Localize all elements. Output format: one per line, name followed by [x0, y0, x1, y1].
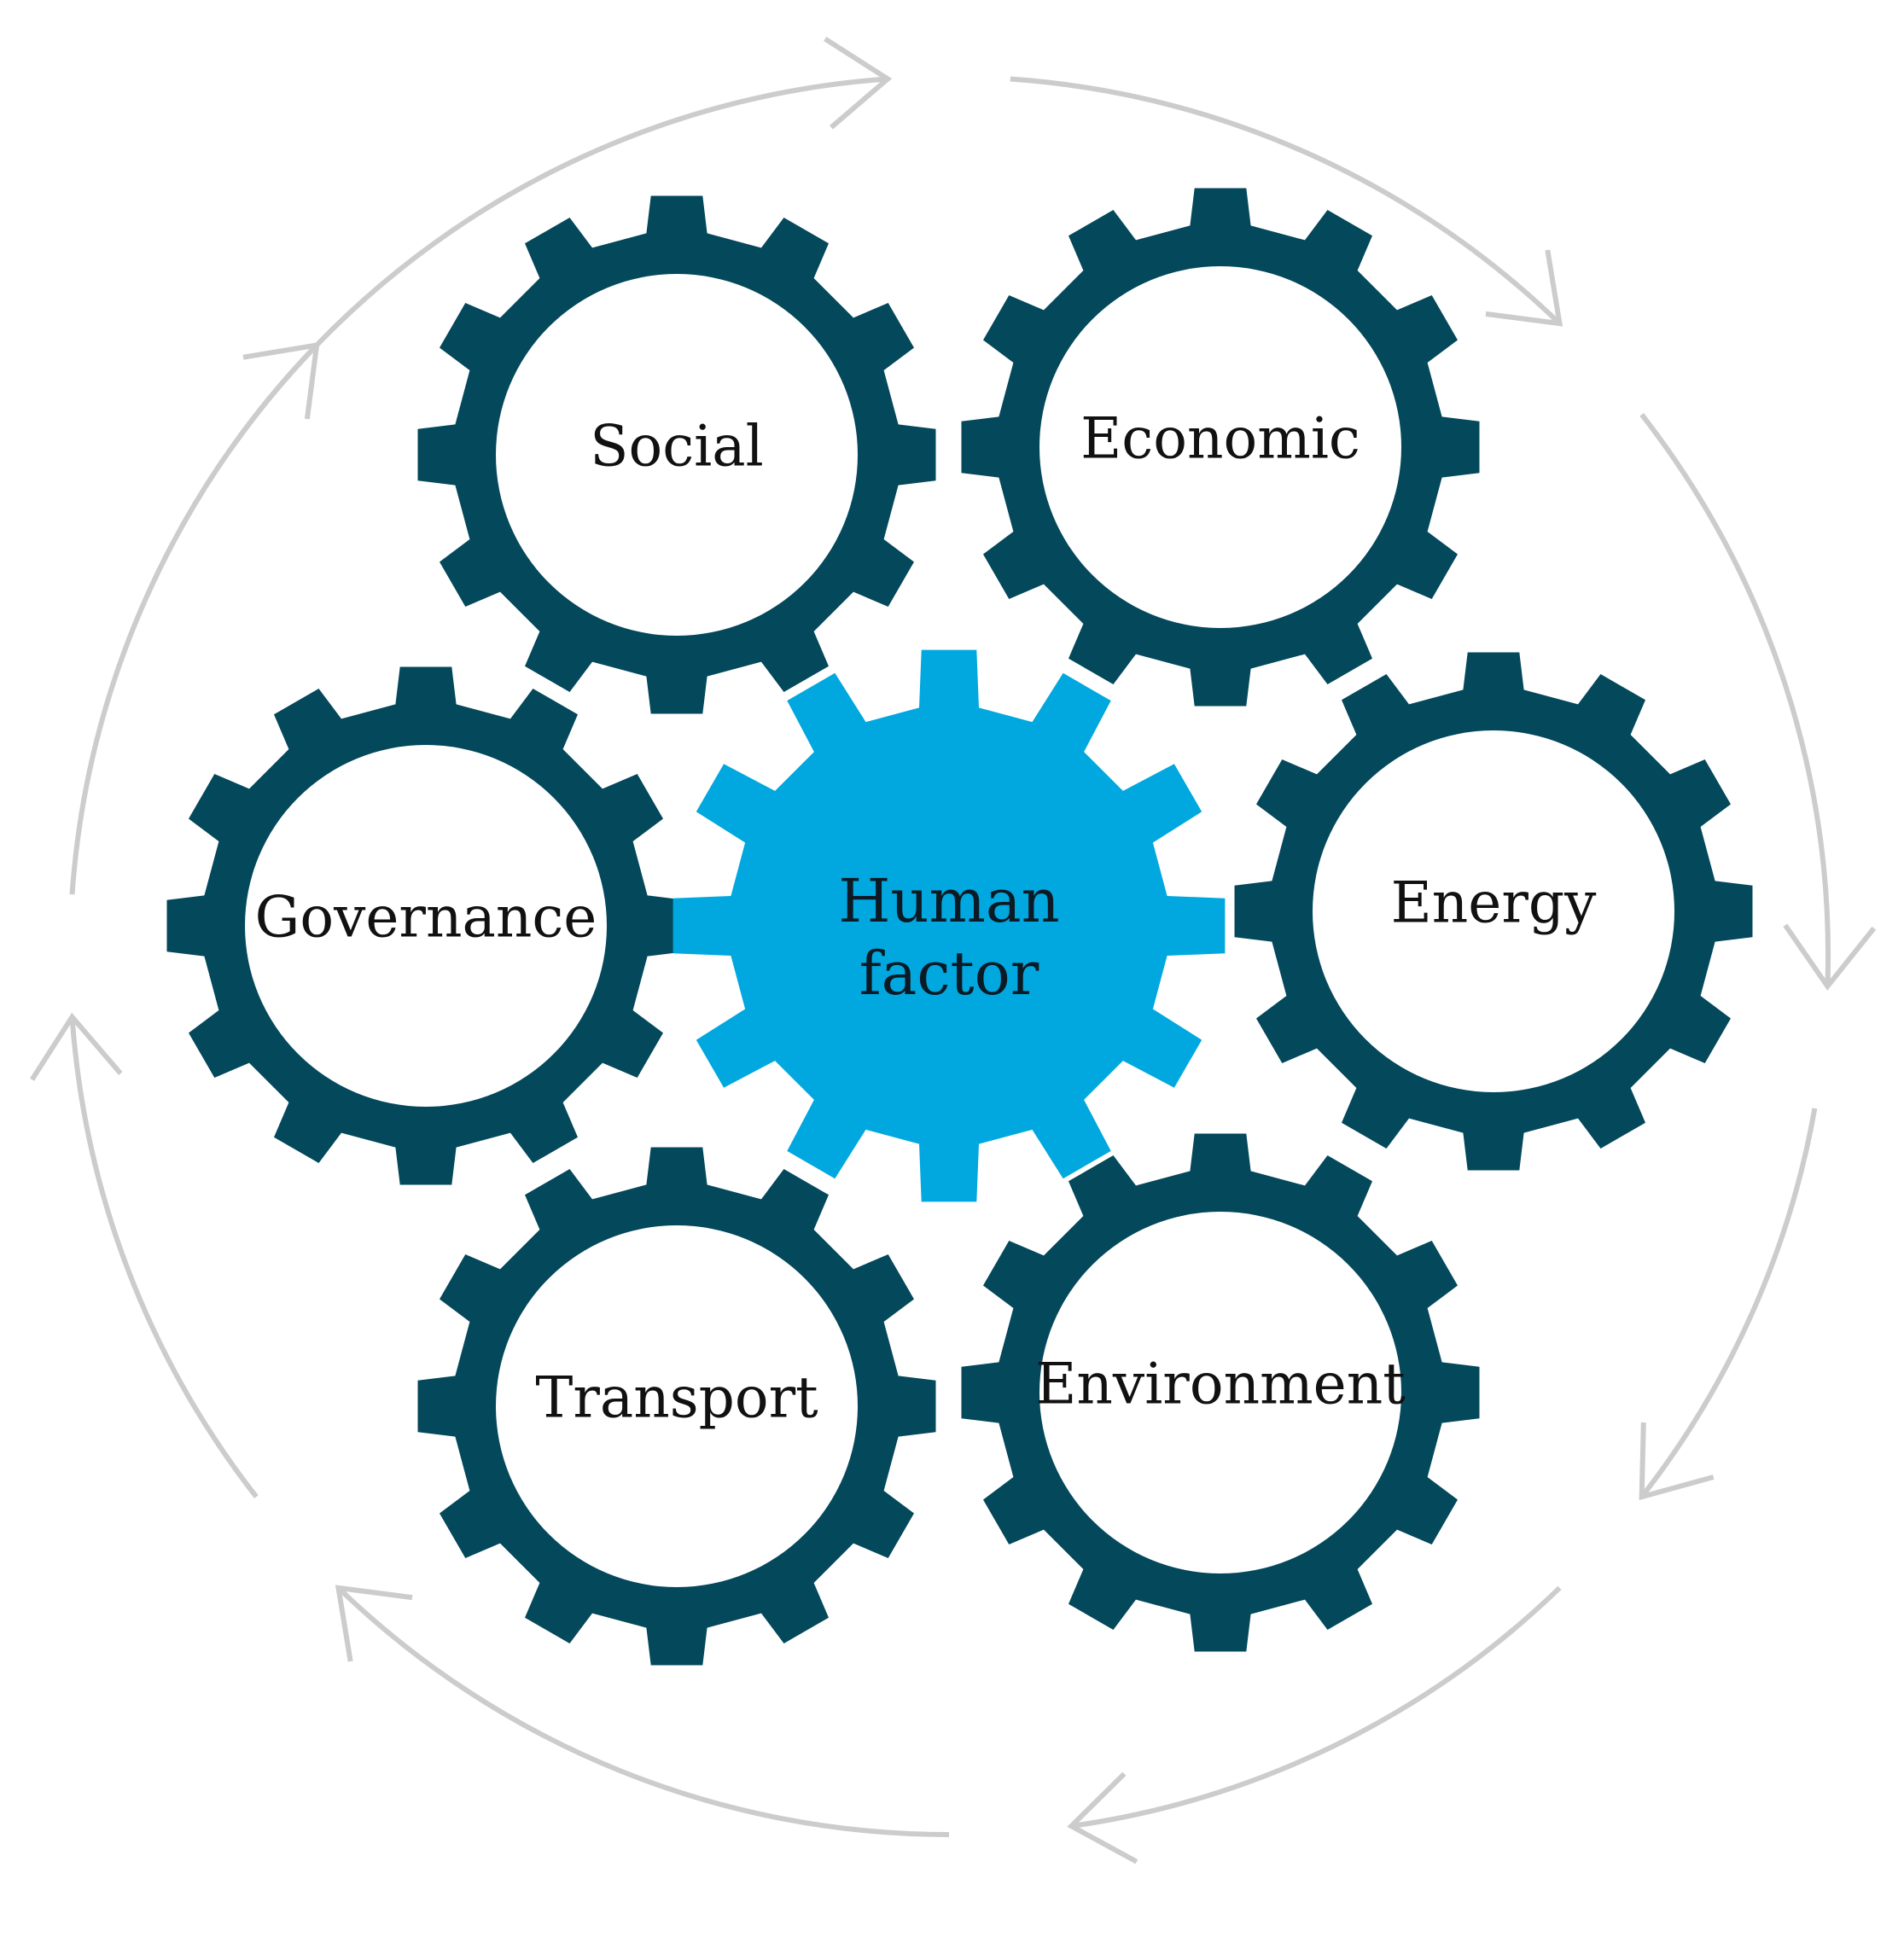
- cycle-arrow-arc-7: [69, 1016, 259, 1498]
- cycle-arrow-arc-8: [69, 343, 319, 895]
- center-gear: [673, 649, 1226, 1202]
- gear-social-label: Social: [590, 414, 763, 480]
- gear-transport-shape: [417, 1147, 936, 1666]
- gear-economic-shape: [961, 188, 1480, 707]
- gear-governance-label: Governance: [255, 885, 597, 951]
- gear-economic-label: Economic: [1080, 406, 1360, 472]
- cycle-arrowhead-6: [335, 1585, 413, 1662]
- gear-governance: Governance: [166, 666, 685, 1185]
- gear-environment-label: Environment: [1035, 1352, 1406, 1417]
- center-label-line-1: Human: [838, 866, 1059, 936]
- cycle-arrowhead-4: [1639, 1422, 1715, 1501]
- cycle-arrow-arc-4: [1639, 1108, 1818, 1498]
- center-gear-group: Human factor: [673, 649, 1226, 1202]
- gear-social-shape: [417, 195, 936, 714]
- cycle-arrowhead-7: [29, 1012, 123, 1081]
- gear-environment-shape: [961, 1133, 1480, 1652]
- gear-economic: Economic: [961, 188, 1480, 707]
- cycle-arrowhead-3: [1783, 923, 1877, 991]
- gear-transport-label: Transport: [535, 1365, 818, 1431]
- cycle-arrows: [29, 36, 1877, 1864]
- gear-energy-label: Energy: [1391, 870, 1598, 936]
- cycle-arrowhead-5: [1067, 1771, 1138, 1864]
- cycle-arrow-arc-3: [1639, 413, 1831, 987]
- cycle-arrow-arc-5: [1070, 1585, 1562, 1829]
- cycle-arrow-arc-6: [336, 1585, 950, 1837]
- center-label-line-2: factor: [859, 939, 1039, 1009]
- gear-social: Social: [417, 195, 936, 714]
- gear-environment: Environment: [961, 1133, 1480, 1652]
- cycle-arrowhead-1: [824, 36, 893, 130]
- cycle-arrow-arc-2: [1010, 76, 1562, 326]
- gear-energy: Energy: [1234, 652, 1753, 1171]
- cycle-arrowhead-8: [242, 341, 320, 420]
- gear-energy-shape: [1234, 652, 1753, 1171]
- gear-transport: Transport: [417, 1147, 936, 1666]
- cycle-arrowhead-2: [1485, 249, 1563, 327]
- gear-governance-shape: [166, 666, 685, 1185]
